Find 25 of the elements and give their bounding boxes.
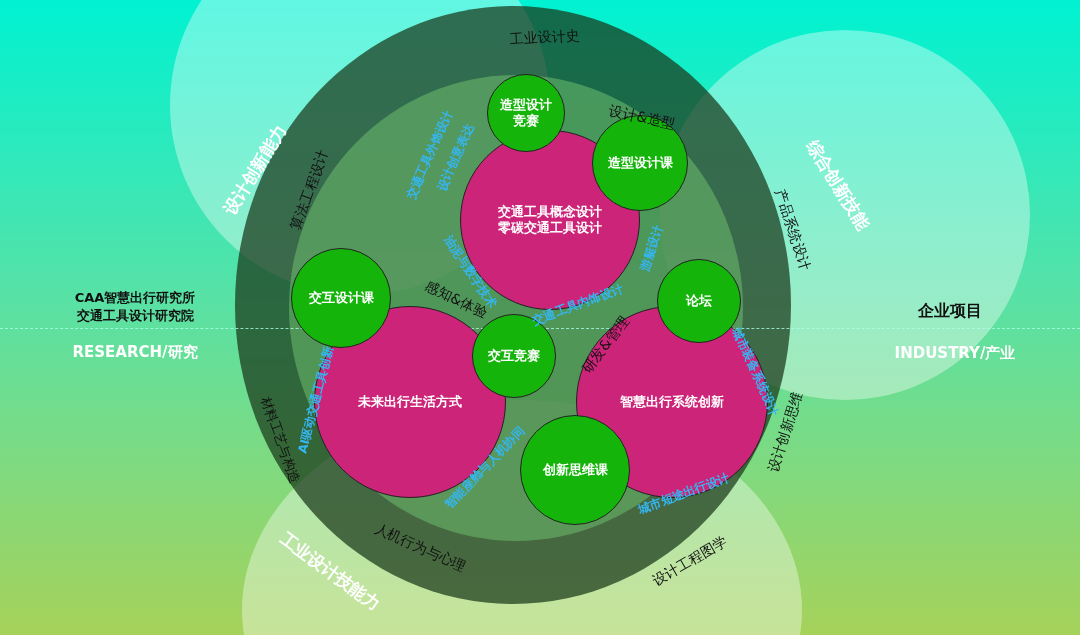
topic-label: 城市短途出行设计 xyxy=(636,469,732,519)
side-label: CAA智慧出行研究所 xyxy=(74,289,196,307)
side-label: 企业项目 xyxy=(918,300,982,322)
topic-label: 智能座舱与人机协同 xyxy=(441,423,529,513)
activity-label: 造型设计课 xyxy=(607,154,673,172)
area-label: 设计&造型 xyxy=(607,102,677,134)
course-label: 工业设计史 xyxy=(509,26,581,50)
theme-label: 交通工具概念设计 xyxy=(498,203,602,220)
side-label: 交通工具设计研究院 xyxy=(76,307,194,325)
side-label: RESEARCH/研究 xyxy=(72,342,198,362)
theme-label: 未来出行生活方式 xyxy=(358,393,462,411)
activity-label: 创新思维课 xyxy=(542,461,608,479)
course-label: 人机行为与心理 xyxy=(371,519,469,577)
topic-label: AI驱动交通工具创新 xyxy=(294,344,337,456)
activity-label: 交互竞赛 xyxy=(488,347,540,365)
theme-label: 智慧出行系统创新 xyxy=(620,393,724,411)
theme-label: 零碳交通工具设计 xyxy=(498,220,602,237)
activity-label: 论坛 xyxy=(686,292,712,310)
activity-label: 交互设计课 xyxy=(308,289,374,307)
course-label: 设计工程图学 xyxy=(649,533,731,591)
activity-label: 造型设计竞赛 xyxy=(499,96,553,130)
topic-label: 城市装备系统设计 xyxy=(728,324,782,419)
side-label: INDUSTRY/产业 xyxy=(894,343,1016,363)
topic-label: 游艇设计 xyxy=(636,222,667,274)
area-label: 研发&管理 xyxy=(578,313,634,377)
